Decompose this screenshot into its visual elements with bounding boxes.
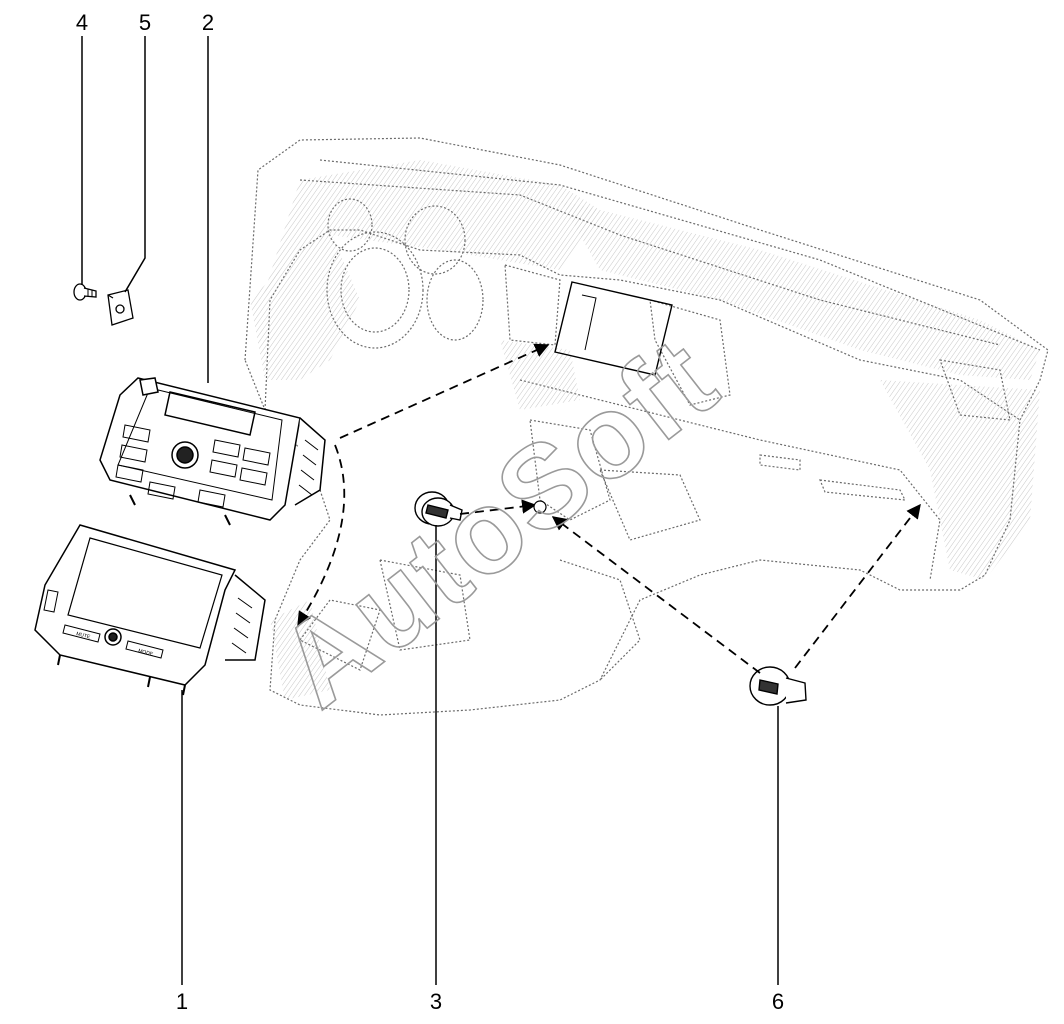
multimedia-head-unit [34,524,266,696]
dashboard-texture [250,160,1040,700]
watermark: AutoSoft [254,311,742,733]
switch-mount-hole [533,500,547,514]
display-opening [554,281,673,376]
switch-unit [414,491,463,527]
audio-control-panel [99,377,326,526]
clip-nut [107,289,134,326]
screw [73,283,97,301]
callout-4: 4 [75,10,89,35]
mode-button-label: MODE [138,648,155,658]
callout-3: 3 [429,989,443,1014]
assembly-arrows [297,343,921,674]
mute-button-label: MUTE [76,631,92,640]
usb-socket [749,666,807,706]
watermark-text: AutoSoft [255,312,741,732]
callout-6: 6 [771,989,785,1014]
leader-lines [81,36,779,985]
callout-5: 5 [138,10,152,35]
callout-2: 2 [201,10,215,35]
callout-1: 1 [175,989,189,1014]
